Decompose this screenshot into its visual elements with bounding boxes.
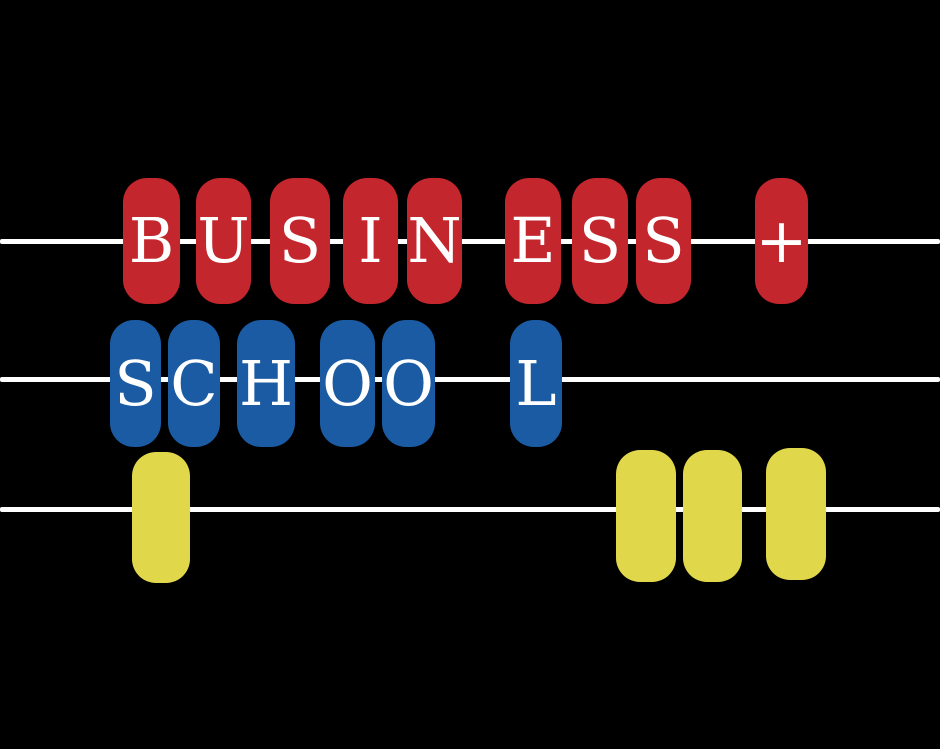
wire-top (0, 239, 940, 244)
bead-s2: S (572, 178, 628, 304)
bead-yellow (766, 448, 826, 580)
bead-i: I (343, 178, 398, 304)
bead-s: S (110, 320, 161, 447)
bead-yellow (683, 450, 742, 582)
bead-c: C (168, 320, 220, 447)
wire-bottom (0, 507, 940, 512)
bead-b: B (123, 178, 180, 304)
bead-e: E (505, 178, 561, 304)
bead-yellow (616, 450, 676, 582)
bead-l: L (510, 320, 562, 447)
bead-yellow (132, 452, 190, 583)
bead-h: H (237, 320, 295, 447)
bead-s3: S (636, 178, 691, 304)
bead-o2: O (382, 320, 435, 447)
bead-o: O (320, 320, 375, 447)
wire-middle (0, 377, 940, 382)
bead-n: N (407, 178, 462, 304)
bead-u: U (196, 178, 251, 304)
bead-s: S (270, 178, 330, 304)
bead-plus: + (755, 178, 808, 304)
